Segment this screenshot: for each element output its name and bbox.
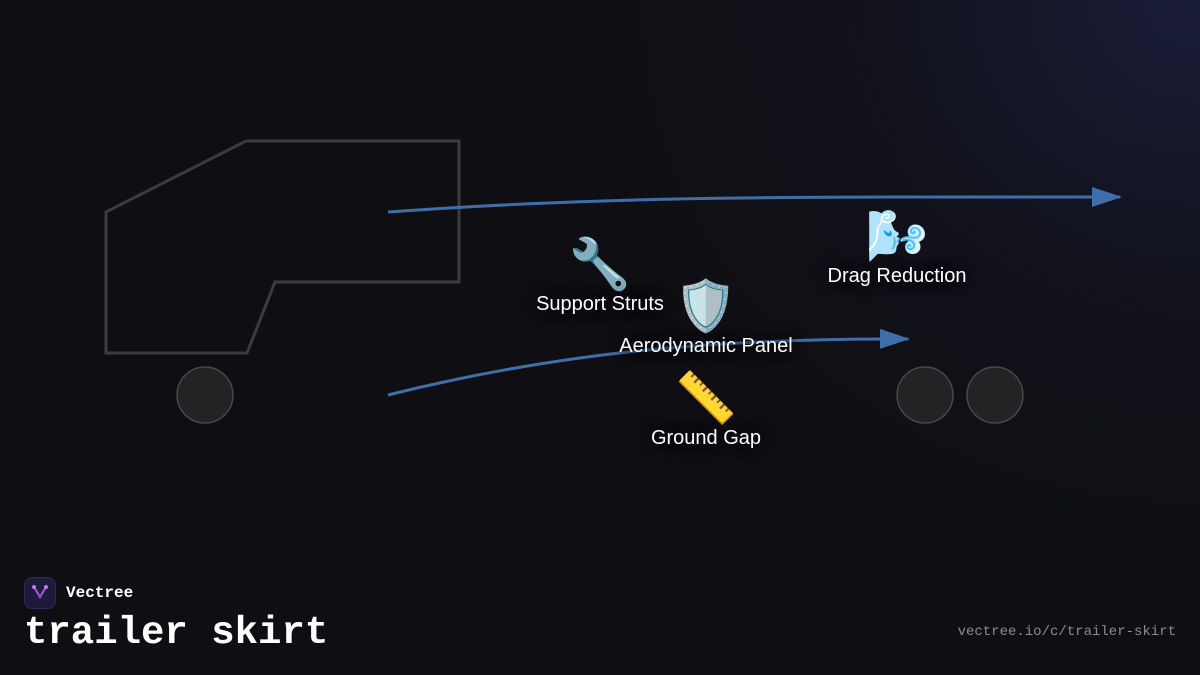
node-drag-reduction: 🌬️ Drag Reduction <box>828 208 967 288</box>
shield-icon: 🛡️ <box>674 277 738 335</box>
node-aerodynamic-panel: 🛡️ Aerodynamic Panel <box>619 278 792 358</box>
node-ground-gap: 📏 Ground Gap <box>651 370 761 450</box>
node-label-support-struts: Support Struts <box>536 293 664 315</box>
brand-name: Vectree <box>66 584 134 602</box>
truck-cab-outline <box>104 139 461 355</box>
wrench-icon: 🔧 <box>568 235 632 293</box>
node-label-ground-gap: Ground Gap <box>650 427 762 449</box>
brand: Vectree <box>24 577 133 609</box>
trailer-wheel-rear <box>966 366 1024 424</box>
node-label-aerodynamic-panel: Aerodynamic Panel <box>619 335 793 357</box>
lower-airflow-arrow <box>387 328 910 397</box>
wind-face-icon: 🌬️ <box>865 207 929 265</box>
trailer-wheel-front <box>896 366 954 424</box>
cab-wheel <box>176 366 234 424</box>
page-title: trailer skirt <box>24 611 329 655</box>
upper-airflow-arrow <box>387 186 1122 214</box>
ruler-icon: 📏 <box>674 369 738 427</box>
node-label-drag-reduction: Drag Reduction <box>827 265 967 287</box>
vectree-logo-icon <box>24 577 56 609</box>
source-url: vectree.io/c/trailer-skirt <box>957 624 1176 640</box>
node-support-struts: 🔧 Support Struts <box>536 236 664 316</box>
